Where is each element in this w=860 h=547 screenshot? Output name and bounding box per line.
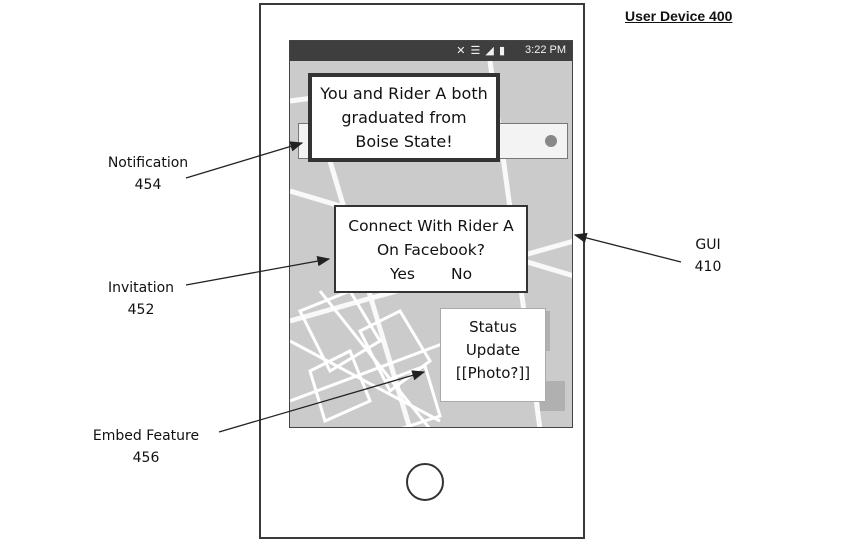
notification-label-number: 454 [134,177,162,193]
invitation-label-number: 452 [127,302,155,318]
status-icons: ✕ ☰ ◢ ▮ [456,45,506,57]
embed-label: Embed Feature 456 [83,425,209,469]
invitation-callout: Connect With Rider A On Facebook? Yes No [334,205,528,293]
gui-label: GUI 410 [683,234,733,278]
invitation-line-2: On Facebook? [376,241,485,259]
embed-line-2: Update [465,341,521,359]
gui-label-name: GUI [695,237,721,253]
yes-button[interactable]: Yes [389,265,415,283]
embed-label-name: Embed Feature [92,428,200,444]
status-time: 3:22 PM [525,44,566,56]
figure-title: User Device 400 [625,8,733,24]
invitation-label-name: Invitation [107,280,175,296]
embed-line-3: [[Photo?]] [455,364,531,382]
invitation-line-1: Connect With Rider A [348,217,514,235]
notification-line-1: You and Rider A both [320,84,488,103]
invitation-label: Invitation 452 [95,277,187,321]
notification-label: Notification 454 [96,152,200,196]
gui-label-number: 410 [694,259,722,275]
status-bar: ✕ ☰ ◢ ▮ 3:22 PM [290,41,572,61]
notification-leader [185,141,304,179]
notification-line-2: graduated from [341,108,467,127]
notification-line-3: Boise State! [355,132,453,151]
no-button[interactable]: No [450,265,473,283]
gui-leader [573,232,682,263]
embed-leader [218,370,426,433]
notification-label-name: Notification [107,155,189,171]
embed-label-number: 456 [132,450,160,466]
home-button-icon[interactable] [406,463,444,501]
invitation-leader [185,255,331,286]
location-dot-icon[interactable] [545,135,557,147]
embed-feature-callout[interactable]: Status Update [[Photo?]] [440,308,546,402]
embed-line-1: Status [469,318,517,336]
notification-callout: You and Rider A both graduated from Bois… [308,73,500,162]
